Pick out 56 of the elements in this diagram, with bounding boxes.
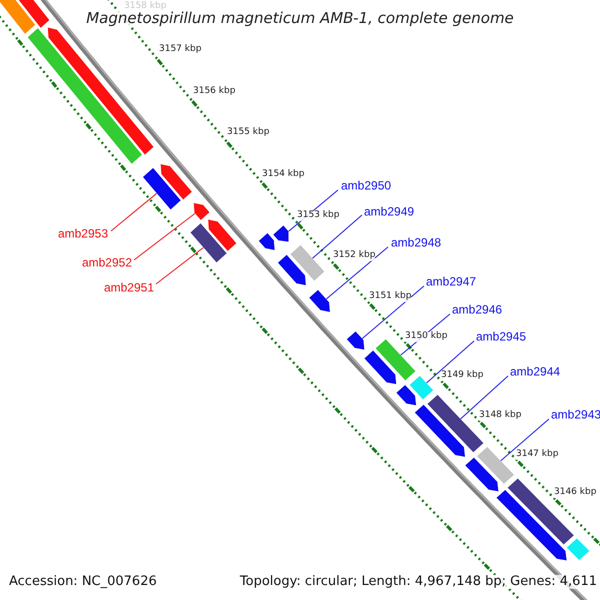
gene-feature: [396, 384, 417, 406]
genome-summary-text: Topology: circular; Length: 4,967,148 bp; Genes: 4,611: [240, 574, 597, 590]
scale-label: 3149 kbp: [441, 371, 484, 381]
scale-label: 3150 kbp: [405, 332, 448, 342]
gene-feature: [160, 164, 192, 200]
gene-label: amb2944: [510, 365, 560, 379]
gene-label: amb2950: [341, 179, 392, 193]
gene-feature: [258, 232, 276, 251]
scale-label: 3154 kbp: [262, 170, 304, 180]
gene-feature: [142, 167, 182, 210]
leader-line: [312, 214, 362, 259]
gene-feature: [507, 478, 574, 545]
gene-label: amb2947: [426, 275, 476, 289]
leader-line: [460, 376, 508, 420]
scale-label: 3156 kbp: [193, 87, 236, 97]
gene-label: amb2949: [364, 205, 414, 219]
gene-label: amb2948: [391, 236, 442, 250]
diagram-title: Magnetospirillum magneticum AMB-1, complete genome: [86, 10, 514, 26]
gene-feature: [409, 375, 434, 400]
gene-feature: [190, 222, 228, 263]
gene-feature: [208, 219, 237, 252]
scale-label: 3151 kbp: [369, 292, 412, 302]
scale-label: 3155 kbp: [227, 128, 270, 138]
scale-label: 3148 kbp: [479, 411, 522, 421]
scale-label: 3153 kbp: [297, 211, 340, 221]
gene-feature: [414, 404, 466, 458]
leader-line: [134, 212, 196, 260]
gene-feature: [0, 0, 36, 34]
leader-line: [326, 246, 388, 300]
scale-label: 3146 kbp: [554, 488, 596, 498]
gene-feature: [364, 350, 397, 385]
gene-feature: [290, 244, 325, 282]
gene-feature: [346, 330, 365, 350]
scale-label: 3157 kbp: [159, 45, 202, 55]
gene-feature: [27, 28, 142, 164]
gene-feature: [375, 338, 416, 381]
scale-label: 3152 kbp: [333, 251, 376, 261]
gene-feature: [476, 446, 515, 484]
leader-line: [426, 340, 474, 384]
gene-label: amb2953: [58, 227, 108, 241]
leader-line: [500, 418, 550, 462]
gene-feature: [277, 254, 306, 286]
gene-feature: [47, 26, 154, 156]
gene-label: amb2945: [476, 330, 526, 344]
gene-label: amb2952: [82, 256, 132, 270]
scale-label: 3147 kbp: [516, 450, 558, 460]
leader-line: [362, 286, 424, 340]
gene-feature: [193, 202, 210, 221]
gene-feature: [566, 538, 590, 561]
gene-label: amb2951: [104, 281, 154, 295]
gene-feature: [272, 225, 290, 242]
gene-feature: [308, 289, 330, 313]
gene-label: amb2946: [452, 303, 502, 317]
gene-feature: [464, 457, 499, 492]
accession-text: Accession: NC_007626: [9, 574, 157, 590]
leader-line: [110, 192, 158, 232]
